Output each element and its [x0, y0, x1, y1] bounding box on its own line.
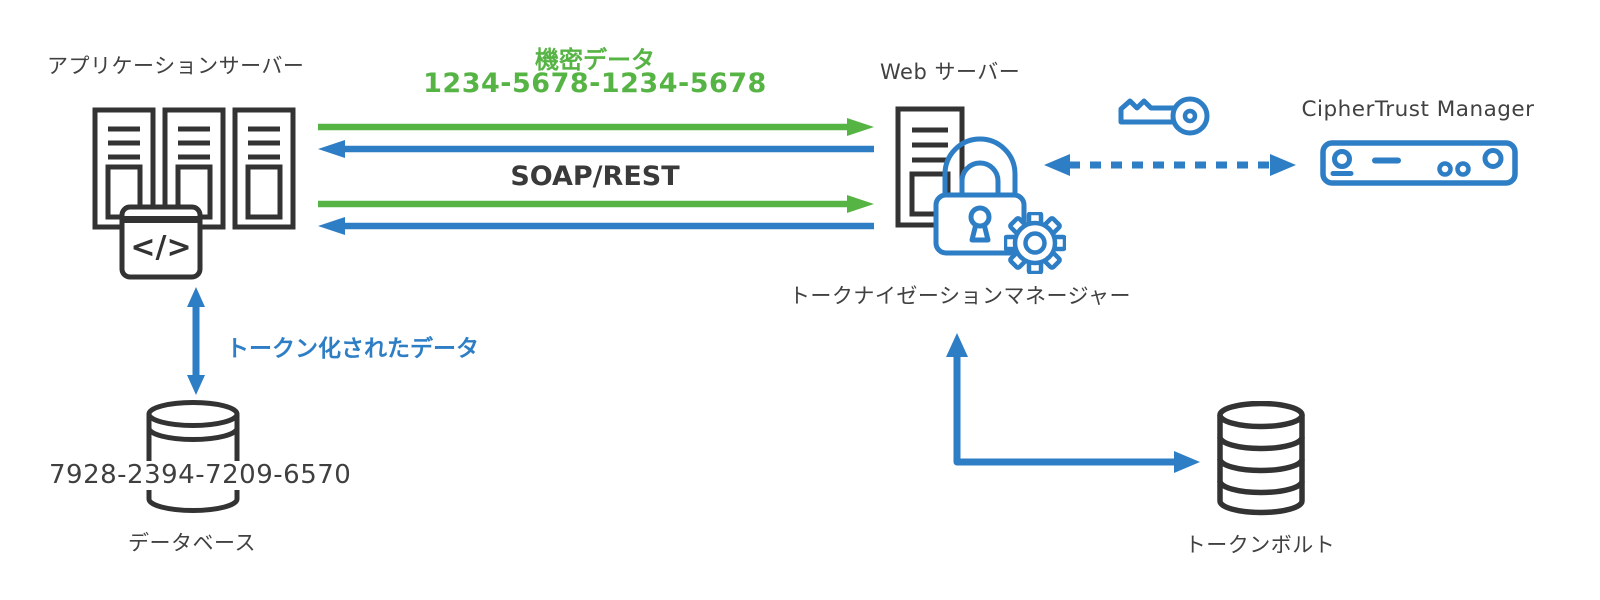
key-icon: [1118, 96, 1210, 136]
app-server-icon: </>: [92, 107, 296, 280]
tokenized-data-arrow: [187, 287, 205, 395]
ciphertrust-appliance-icon: [1320, 140, 1518, 186]
request-arrow-green-top: [318, 118, 874, 136]
response-arrow-blue-bottom: [318, 217, 874, 235]
token-vault-icon: [1217, 401, 1305, 516]
keyhole-icon: [968, 205, 992, 243]
database-value: 7928-2394-7209-6570: [46, 461, 355, 491]
token-vault-label: トークンボルト: [1184, 533, 1336, 557]
ciphertrust-manager-label: CipherTrust Manager: [1301, 97, 1535, 122]
web-server-label: Web サーバー: [880, 60, 1021, 84]
code-glyph: </>: [130, 230, 191, 265]
database-icon: [146, 400, 240, 513]
code-window-icon: </>: [119, 204, 203, 280]
key-exchange-dashed-arrow: [1044, 154, 1296, 176]
database-label: データベース: [128, 531, 256, 555]
tokenized-data-label: トークン化されたデータ: [226, 336, 479, 362]
gear-icon: [1004, 212, 1066, 274]
app-server-label: アプリケーションサーバー: [47, 54, 305, 78]
token-vault-arrow: [946, 333, 1200, 473]
sensitive-data-label: 機密データ: [535, 46, 655, 74]
tokenization-manager-label: トークナイゼーションマネージャー: [788, 284, 1132, 308]
request-arrow-green-bottom: [318, 195, 874, 213]
sensitive-data-value: 1234-5678-1234-5678: [423, 68, 767, 99]
response-arrow-blue-top: [318, 140, 874, 158]
protocol-label: SOAP/REST: [510, 161, 680, 192]
